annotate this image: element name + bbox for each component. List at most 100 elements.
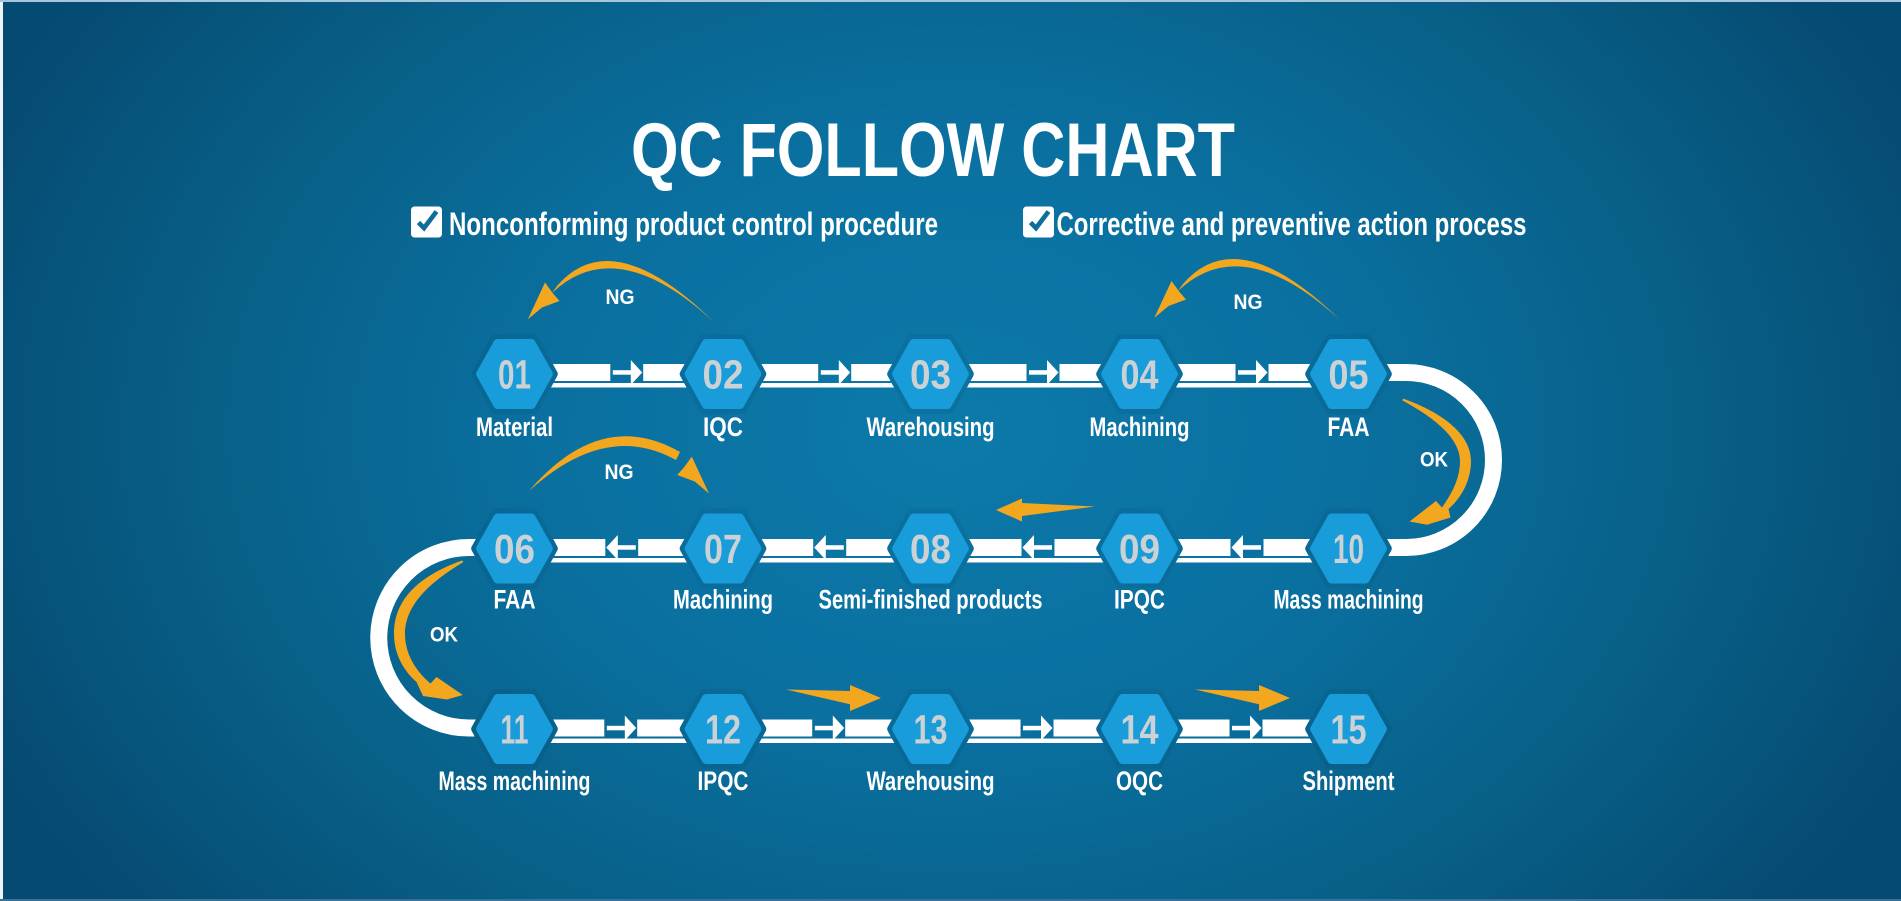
page-title: QC FOLLOW CHART (631, 108, 1235, 193)
ng-return-arrow-icon (527, 261, 714, 322)
ng-label: NG (1234, 291, 1263, 314)
arrow-shaft (616, 545, 636, 550)
flow-arrow-right-icon (1029, 360, 1059, 385)
arrow-arc-with-head (394, 560, 464, 700)
speed-arrow-left-icon (996, 498, 1095, 522)
arrow-head (850, 685, 881, 711)
step-number: 12 (705, 707, 741, 753)
step-number: 15 (1331, 707, 1367, 753)
arrow-head (606, 535, 618, 560)
step-hexagon (1101, 513, 1178, 584)
step-number: 10 (1333, 526, 1364, 572)
ng-return-arrow-icon (529, 436, 709, 494)
checkbox-checked-icon[interactable] (1023, 206, 1054, 238)
step-number: 11 (501, 707, 529, 753)
edge-artifact-left (0, 0, 3, 901)
step-label: Machining (1090, 412, 1190, 442)
flow-step: 14 OQC (1096, 689, 1183, 796)
arrow-shaft (1023, 725, 1042, 731)
arrow-head (814, 535, 826, 560)
ng-label: NG (606, 286, 635, 309)
arrow-head (630, 360, 643, 385)
arrow-arc-with-head (1402, 398, 1471, 525)
flow-step: 10 Mass machining (1274, 508, 1424, 615)
step-hexagon (892, 339, 969, 409)
arrow-shaft (814, 725, 834, 731)
arrow-shaft (1033, 545, 1052, 550)
step-label: Mass machining (439, 766, 591, 796)
step-label: Material (476, 412, 553, 442)
step-number: 06 (494, 526, 535, 572)
arrow-head (677, 456, 709, 494)
step-label: FAA (494, 585, 536, 615)
arrow-shaft (824, 545, 844, 550)
ok-label: OK (430, 624, 458, 647)
step-hexagon (892, 513, 969, 584)
step-label: OQC (1116, 766, 1163, 796)
legend-label: Corrective and preventive action process (1057, 206, 1527, 242)
arrow-arc (529, 436, 680, 491)
ok-arrow-left-icon (394, 560, 464, 700)
ng-return-arrow-icon (1154, 259, 1340, 320)
step-label: FAA (1328, 412, 1370, 442)
step-number: 13 (914, 707, 948, 753)
checkbox-checked-icon[interactable] (411, 206, 442, 238)
step-hexagon (892, 694, 969, 764)
step-number: 04 (1121, 352, 1159, 398)
arrow-shaft (1238, 370, 1257, 375)
flow-arrow-right-icon (820, 360, 851, 385)
flow-step: 08 Semi-finished products (819, 508, 1043, 615)
arrow-head (996, 498, 1022, 522)
ok-arrow-right-icon (1402, 398, 1471, 525)
flow-step: 06 FAA (471, 508, 558, 615)
flow-arrow-left-icon (814, 535, 844, 560)
speed-arrow-right-icon (1195, 685, 1290, 711)
arrow-shaft (1029, 370, 1048, 375)
flow-arrow-right-icon (814, 715, 845, 741)
flow-step: 07 Machining (673, 508, 773, 615)
ng-label: NG (605, 461, 634, 484)
step-label: Warehousing (867, 412, 995, 442)
step-number: 03 (910, 352, 951, 398)
flow-arrow-right-icon (612, 360, 643, 385)
arrow-head (1047, 360, 1059, 385)
flow-step: 12 IPQC (679, 689, 767, 796)
step-label: Shipment (1303, 766, 1395, 796)
step-number: 01 (498, 352, 531, 398)
legend-item: Corrective and preventive action process (1023, 206, 1527, 242)
checkmark-icon (1028, 210, 1051, 232)
step-hexagon (1310, 513, 1387, 584)
step-number: 05 (1329, 352, 1369, 398)
flow-arrow-right-icon (1238, 360, 1268, 385)
legend-item: Nonconforming product control procedure (411, 206, 938, 242)
checkmark-icon (416, 210, 439, 232)
arrow-head (527, 282, 560, 320)
step-label: IPQC (698, 766, 749, 796)
step-label: Warehousing (867, 766, 995, 796)
flow-step: 05 FAA (1305, 334, 1392, 442)
u-turn-connector-left (370, 539, 515, 737)
step-hexagon (1310, 694, 1387, 764)
arrow-head (1022, 535, 1034, 560)
flow-step: 04 Machining (1090, 334, 1190, 442)
arrow-head (1259, 685, 1290, 711)
step-label: IQC (703, 412, 743, 442)
arrow-head (838, 360, 851, 385)
flow-arrow-left-icon (1022, 535, 1052, 560)
u-turn-connector-right (1348, 364, 1502, 556)
arrow-head (1231, 535, 1243, 560)
arrow-head (1041, 715, 1053, 741)
arrow-shaft (612, 370, 632, 375)
flow-step: 03 Warehousing (867, 334, 995, 442)
edge-artifact-top (0, 0, 1901, 2)
step-hexagon (1101, 694, 1178, 764)
arrow-shaft (606, 725, 626, 731)
arrow-tail (1022, 503, 1095, 516)
step-label: Semi-finished products (819, 585, 1043, 615)
step-hexagon (684, 694, 762, 764)
step-hexagon (1310, 339, 1387, 409)
step-label: Machining (673, 585, 773, 615)
arrow-head (1154, 281, 1186, 318)
flow-step: 13 Warehousing (867, 689, 995, 796)
